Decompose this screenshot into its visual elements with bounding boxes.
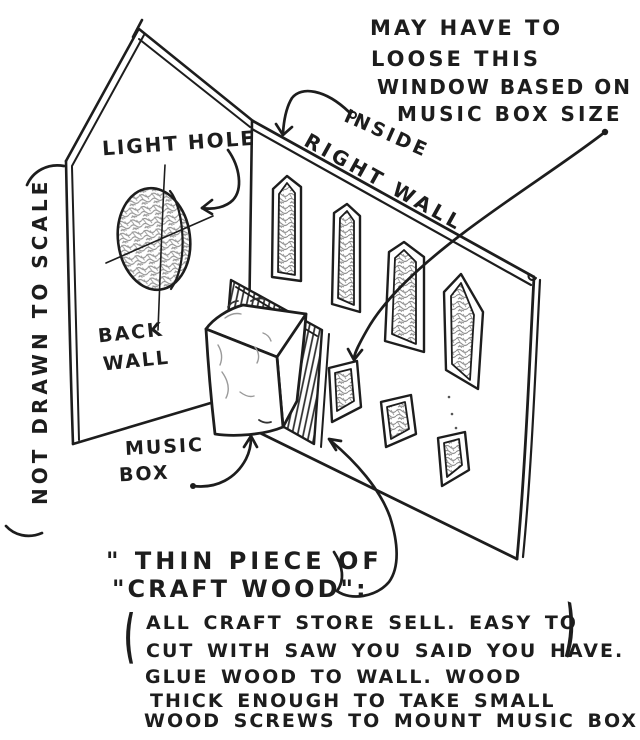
lancet-window-2 bbox=[330, 202, 362, 314]
top-note-line-4: MUSIC BOX SIZE bbox=[397, 102, 623, 126]
bottom-note-line-2: "CRAFT WOOD": bbox=[112, 575, 369, 603]
music-box-label-line-2: BOX bbox=[118, 461, 171, 487]
lancet-window-3 bbox=[383, 240, 426, 354]
right-wall-shape bbox=[250, 119, 542, 561]
lancet-window-4 bbox=[442, 272, 485, 391]
open-paren: ( bbox=[124, 603, 135, 671]
bottom-note-line-6: THICK ENOUGH TO TAKE SMALL bbox=[150, 690, 556, 712]
music-box-shape bbox=[204, 297, 308, 437]
scale-note-bracket bbox=[4, 164, 66, 538]
bottom-note-line-5: GLUE WOOD TO WALL. WOOD bbox=[145, 666, 523, 688]
lancet-windows bbox=[270, 174, 485, 391]
craft-wood-curve bbox=[327, 437, 398, 598]
light-hole-arrow bbox=[200, 148, 241, 216]
lancet-window-1 bbox=[270, 174, 303, 283]
top-note-line-3: WINDOW BASED ON bbox=[377, 75, 632, 99]
small-windows bbox=[327, 359, 471, 488]
bottom-note-line-7: WOOD SCREWS TO MOUNT MUSIC BOX bbox=[144, 710, 639, 732]
small-window-3 bbox=[436, 430, 471, 488]
inside-wall-arrow bbox=[274, 89, 357, 137]
annotation-arrows bbox=[4, 89, 609, 598]
not-to-scale-label: NOT DRAWN TO SCALE bbox=[28, 177, 52, 505]
music-box-arrow bbox=[190, 434, 259, 489]
bottom-note-line-1: " THIN PIECE OF bbox=[106, 547, 383, 575]
small-window-1 bbox=[327, 359, 363, 424]
music-box-label-line-1: MUSIC bbox=[124, 433, 205, 461]
small-window-2 bbox=[379, 393, 418, 449]
bottom-note-line-3: ALL CRAFT STORE SELL. EASY TO bbox=[146, 612, 578, 634]
top-note-line-1: MAY HAVE TO bbox=[370, 16, 564, 40]
window-size-curve bbox=[346, 128, 609, 362]
top-note-line-2: LOOSE THIS bbox=[371, 47, 541, 71]
bottom-note-line-4: CUT WITH SAW YOU SAID YOU HAVE. bbox=[146, 640, 625, 662]
light-hole-shape bbox=[105, 164, 214, 331]
